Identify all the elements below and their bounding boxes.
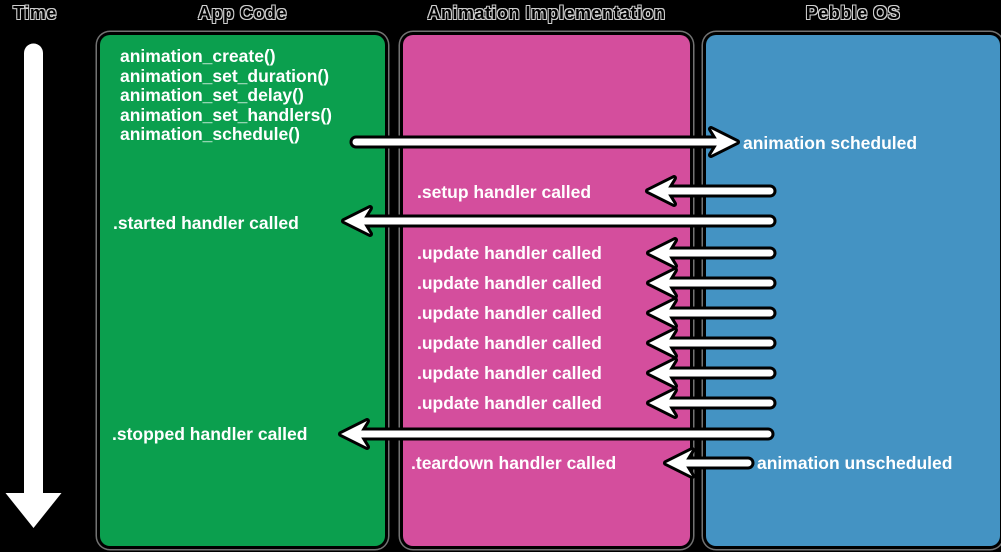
animation-implementation-box: .setup handler called .update handler ca…	[403, 35, 690, 546]
teardown-handler-label: .teardown handler called	[411, 453, 617, 473]
animation-scheduled-label: animation scheduled	[743, 133, 918, 153]
update-handler-label-1: .update handler called	[417, 243, 602, 263]
animation-unscheduled-label: animation unscheduled	[757, 453, 953, 473]
column-header-animation-implementation: Animation Implementation	[427, 3, 666, 23]
app-code-box: animation_create() animation_set_duratio…	[100, 35, 385, 546]
call-animation-create: animation_create()	[120, 46, 276, 66]
call-animation-set-handlers: animation_set_handlers()	[120, 104, 332, 125]
update-handler-label-6: .update handler called	[417, 393, 602, 413]
call-animation-set-duration: animation_set_duration()	[120, 65, 330, 86]
column-header-app-code: App Code	[198, 3, 287, 23]
stopped-handler-label: .stopped handler called	[112, 424, 308, 444]
call-animation-set-delay: animation_set_delay()	[120, 85, 304, 106]
column-header-pebble-os: Pebble OS	[805, 3, 901, 23]
update-handler-label-5: .update handler called	[417, 363, 602, 383]
pebble-os-box: animation scheduled animation unschedule…	[706, 35, 1000, 546]
app-code-call-list: animation_create() animation_set_duratio…	[120, 46, 332, 145]
call-animation-schedule: animation_schedule()	[120, 124, 300, 145]
time-axis-label: Time	[13, 3, 57, 23]
started-handler-label: .started handler called	[113, 213, 299, 233]
update-handler-label-4: .update handler called	[417, 333, 602, 353]
time-arrow	[2, 38, 65, 532]
update-handler-label-2: .update handler called	[417, 273, 602, 293]
setup-handler-label: .setup handler called	[417, 182, 592, 202]
update-handler-label-3: .update handler called	[417, 303, 602, 323]
